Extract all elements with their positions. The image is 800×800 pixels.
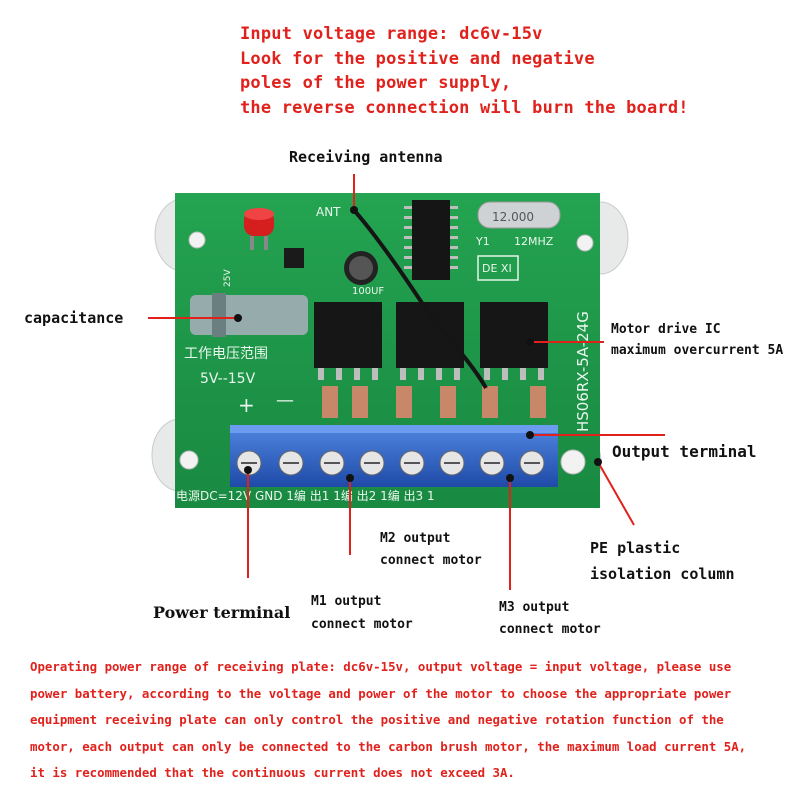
bottom-note: Operating power range of receiving plate… [30, 654, 775, 787]
note-line-3: equipment receiving plate can only contr… [30, 712, 724, 728]
cap-value-silkscreen: 100UF [352, 286, 384, 297]
y1-silkscreen: Y1 [475, 235, 490, 248]
dexi-silkscreen: DE XI [482, 262, 512, 275]
warning-line-4: the reverse connection will burn the boa… [240, 97, 689, 118]
terminal-block [230, 425, 558, 487]
output-terminal-label: Output terminal [612, 442, 757, 461]
mcu-chip [412, 200, 450, 280]
antenna-wire [350, 206, 488, 389]
note-line-5: it is recommended that the continuous cu… [30, 765, 515, 781]
warning-line-2: Look for the positive and negative [240, 48, 595, 69]
m1-label-line-1: M1 output [311, 594, 382, 609]
pe-label-line-2: isolation column [590, 565, 735, 583]
crystal-icon [477, 201, 561, 229]
motor-ic-label-line-2: maximum overcurrent 5A [611, 343, 784, 358]
callout-lines [148, 174, 665, 590]
motor-driver-ics [314, 302, 548, 368]
mhz-silkscreen: 12MHZ [514, 235, 554, 248]
crystal-silkscreen: 12.000 [492, 210, 534, 224]
m2-label-line-1: M2 output [380, 531, 451, 546]
v25-silkscreen: 25V [223, 269, 233, 287]
m1-label-line-2: connect motor [311, 617, 413, 632]
note-line-2: power battery, according to the voltage … [30, 685, 732, 701]
power-terminal-label: Power terminal [153, 603, 291, 622]
warning-line-3: poles of the power supply, [240, 73, 512, 93]
motor-ic-label: Motor drive IC maximum overcurrent 5A [611, 319, 783, 361]
m3-label-line-2: connect motor [499, 622, 601, 637]
m3-label-line-1: M3 output [499, 600, 570, 615]
terminal-silkscreen: 电源DC=12V GND 1编 出1 1编 出2 1编 出3 1 [176, 488, 435, 503]
capacitor-icon [344, 251, 378, 285]
pe-column-label: PE plastic isolation column [590, 535, 735, 587]
motor-ic-label-line-1: Motor drive IC [611, 322, 721, 337]
m1-label: M1 output connect motor [311, 590, 413, 636]
note-line-1: Operating power range of receiving plate… [30, 659, 732, 674]
minus-silkscreen: — [276, 390, 294, 411]
voltage-range-silkscreen: 5V--15V [200, 371, 256, 387]
capacitor-icon [190, 293, 308, 337]
m2-label-line-2: connect motor [380, 553, 482, 568]
capacitance-label: capacitance [24, 309, 124, 327]
antenna-label: Receiving antenna [289, 148, 443, 166]
voltage-cn-silkscreen: 工作电压范围 [184, 345, 268, 362]
plus-silkscreen: + [238, 393, 255, 417]
note-line-4: motor, each output can only be connected… [30, 738, 747, 754]
m2-label: M2 output connect motor [380, 528, 482, 572]
model-silkscreen: HS06RX-5A-24G [574, 311, 592, 432]
top-warning: Input voltage range: dc6v-15v Look for t… [240, 22, 689, 120]
led-icon [244, 208, 274, 250]
ant-silkscreen: ANT [316, 205, 341, 219]
m3-label: M3 output connect motor [499, 597, 601, 641]
warning-line-1: Input voltage range: dc6v-15v [240, 24, 543, 44]
pe-label-line-1: PE plastic [590, 539, 681, 557]
